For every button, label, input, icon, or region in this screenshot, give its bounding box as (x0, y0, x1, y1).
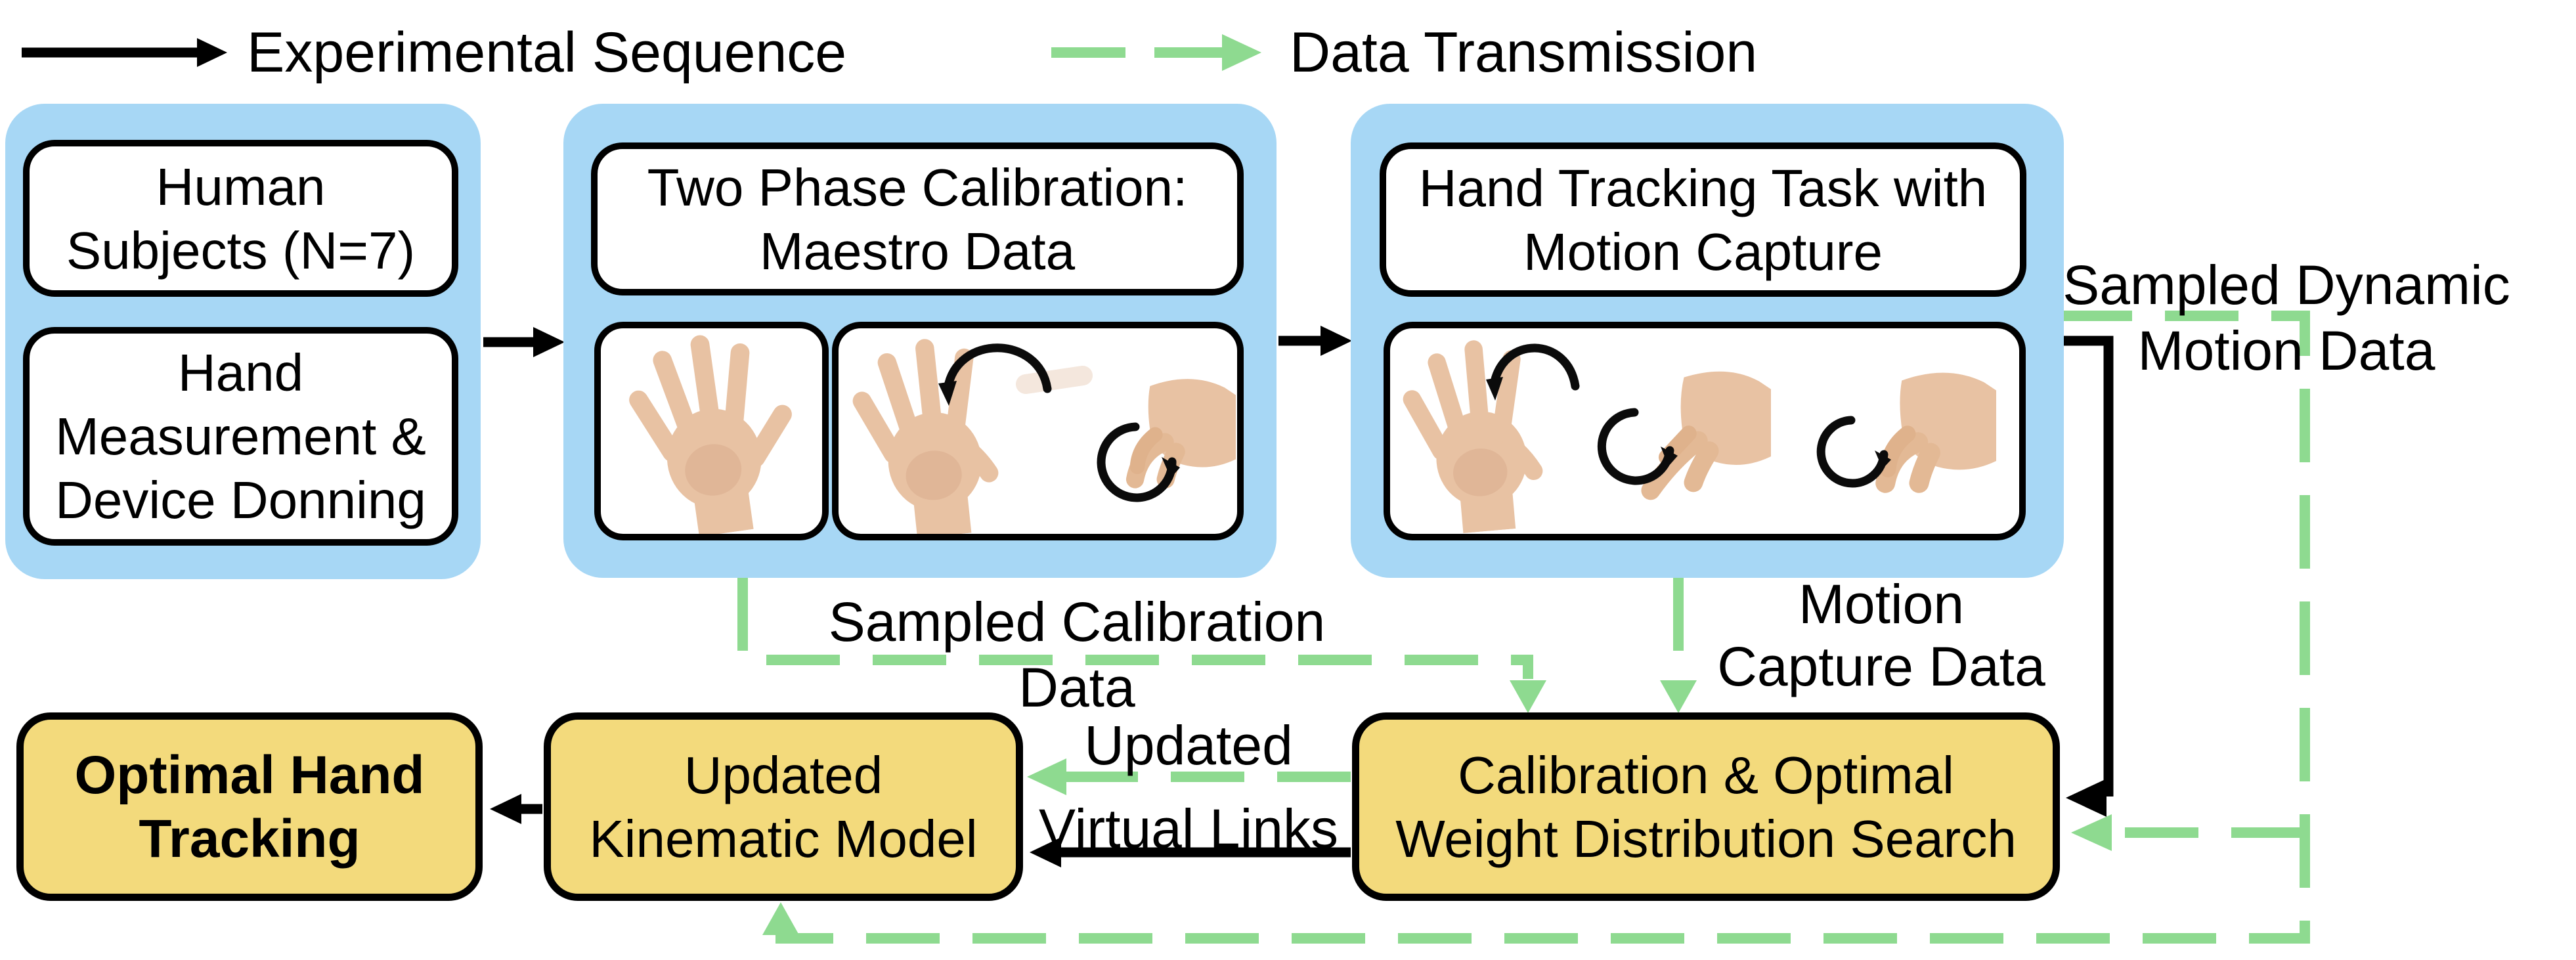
node-human-subjects: Human Subjects (N=7) (23, 140, 458, 297)
legend-transmission-arrow (1051, 34, 1261, 71)
edge-sampled-dynamic-motion-data (762, 311, 2310, 944)
arrow-calibration-to-tracking (1278, 326, 1352, 356)
arrowhead-icon (490, 794, 521, 824)
legend-sequence-arrow (22, 38, 227, 67)
rotation-arrowhead-icon (938, 381, 957, 406)
circular-arrowhead-icon (1875, 450, 1891, 469)
edge-motion-capture-data (1660, 577, 1697, 713)
finger-pinch-hand-photo (1885, 373, 1996, 483)
rotation-arrow-icon (1489, 343, 1580, 391)
arrowhead-icon (1027, 758, 1066, 795)
node-hand-measurement-label: Hand Measurement & Device Donning (55, 343, 426, 529)
dashed-shaft (775, 311, 2310, 944)
arrowhead-icon (2066, 779, 2107, 817)
rotation-arrowhead-icon (1486, 377, 1503, 401)
arrow-subjects-to-calibration (483, 327, 565, 357)
edge-label-sampled-dynamic: Sampled Dynamic Motion Data (2063, 254, 2510, 382)
arrowhead-icon (2071, 814, 2112, 851)
node-human-subjects-label: Human Subjects (N=7) (66, 157, 416, 280)
arrowhead-icon (1030, 837, 1061, 867)
node-calibration-search-label: Calibration & Optimal Weight Distributio… (1395, 745, 2017, 868)
circular-arrow-icon (1597, 408, 1674, 485)
photo-thumb-finger-rotation-calibration (832, 322, 1244, 540)
node-optimal-hand-tracking: Optimal Hand Tracking (16, 712, 483, 901)
node-updated-kinematic-model-label: Updated Kinematic Model (589, 745, 978, 868)
finger-pinch-hand-photo (1135, 379, 1236, 479)
edge-sampled-dynamic-branch-to-search (2071, 814, 2305, 851)
arrow-kinematic-to-optimal (490, 794, 542, 824)
photo-tracking-task-motions (1384, 322, 2026, 540)
edge-label-motion-capture: Motion Capture Data (1717, 573, 2045, 697)
legend-sequence-label: Experimental Sequence (247, 21, 847, 84)
pointing-hand-photo (1651, 372, 1771, 491)
open-palm-hand-photo (1408, 345, 1539, 534)
legend-transmission-arrowhead-icon (1222, 34, 1261, 71)
arrow-search-to-kinematic (1030, 837, 1351, 867)
edge-label-sampled-calibration: Sampled Calibration Data (828, 591, 1326, 718)
circular-arrow-icon (1816, 416, 1888, 488)
node-calibration-search: Calibration & Optimal Weight Distributio… (1352, 712, 2060, 901)
arrowhead-icon (1660, 680, 1697, 713)
ghost-finger (1016, 366, 1093, 394)
open-palm-hand-photo (601, 328, 822, 534)
node-two-phase-calibration: Two Phase Calibration: Maestro Data (591, 142, 1244, 295)
arrowhead-icon (762, 902, 799, 935)
circular-arrowhead-icon (1162, 457, 1180, 478)
edge-label-updated-virtual-links: Updated Virtual Links (1038, 714, 1338, 860)
edge-sampled-calibration-data (737, 577, 1546, 713)
arrowhead-icon (1321, 326, 1352, 356)
thumb-rotation-hand-photo (839, 328, 1237, 534)
node-two-phase-calibration-label: Two Phase Calibration: Maestro Data (647, 158, 1188, 280)
legend-sequence-arrowhead-icon (197, 38, 227, 67)
rotation-arrow-icon (943, 343, 1052, 393)
node-updated-kinematic-model: Updated Kinematic Model (544, 712, 1023, 901)
node-hand-tracking-task-label: Hand Tracking Task with Motion Capture (1418, 158, 1988, 281)
circular-arrowhead-icon (1661, 447, 1678, 466)
arrow-elbow-shaft (2062, 336, 2114, 796)
tracking-task-hand-photos (1390, 328, 2019, 534)
arrowhead-icon (533, 327, 565, 357)
node-hand-measurement: Hand Measurement & Device Donning (23, 327, 458, 546)
node-hand-tracking-task: Hand Tracking Task with Motion Capture (1380, 142, 2026, 297)
photo-open-palm-calibration (594, 322, 829, 540)
circular-arrow-icon (1097, 422, 1177, 502)
arrow-tracking-to-search (2062, 336, 2114, 817)
legend-transmission-label: Data Transmission (1290, 21, 1758, 84)
edge-updated-virtual-links (1027, 758, 1351, 795)
node-optimal-hand-tracking-label: Optimal Hand Tracking (74, 745, 425, 869)
arrowhead-icon (1510, 680, 1546, 713)
dashed-shaft (737, 577, 1533, 679)
